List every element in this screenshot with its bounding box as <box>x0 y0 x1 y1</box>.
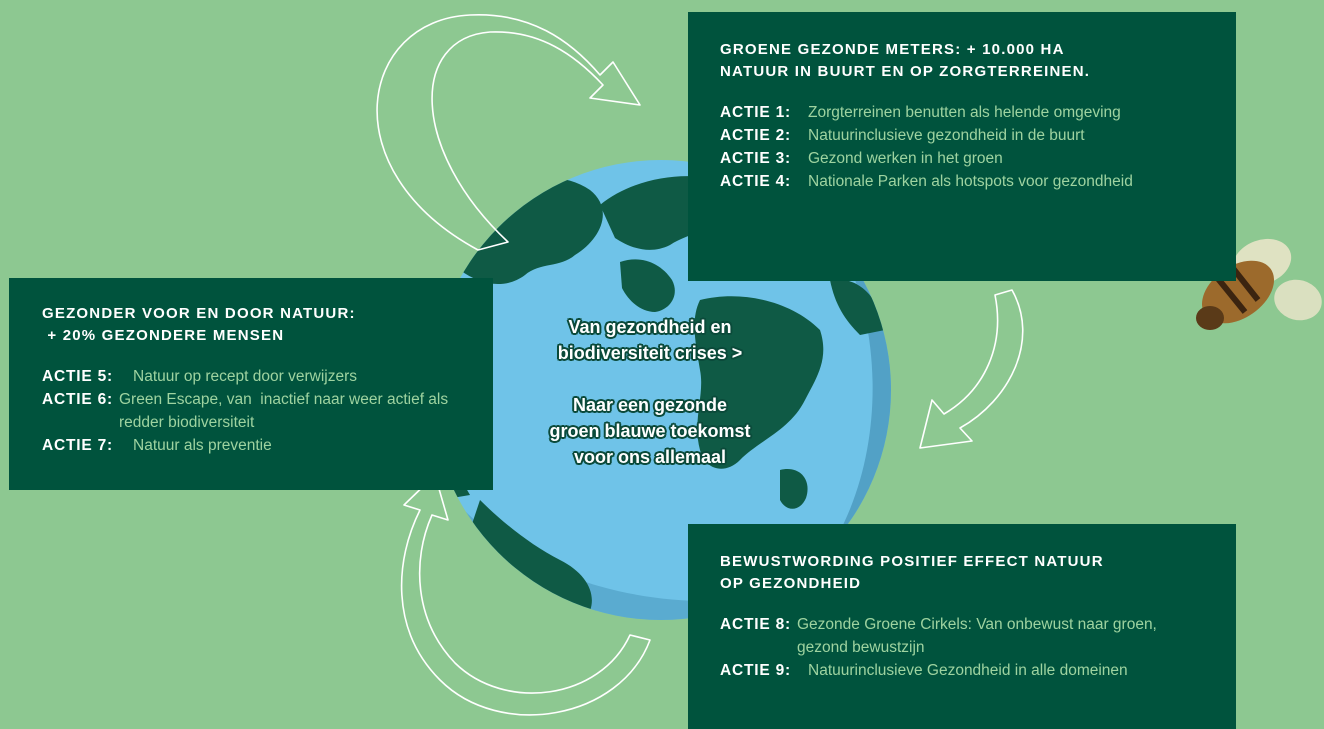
action-text: Gezond werken in het groen <box>808 150 1003 167</box>
action-text: Green Escape, van inactief naar weer act… <box>119 391 453 431</box>
action-label: ACTIE 8: <box>720 616 791 633</box>
panel-title-line-2: NATUUR IN BUURT EN OP ZORGTERREINEN. <box>720 63 1091 80</box>
action-label: ACTIE 3: <box>720 150 791 167</box>
action-label: ACTIE 4: <box>720 173 791 190</box>
action-text: Zorgterreinen benutten als helende omgev… <box>808 104 1121 121</box>
panel-title: GEZONDER VOOR EN DOOR NATUUR: + 20% GEZO… <box>42 303 473 347</box>
action-text: Natuurinclusieve gezondheid in de buurt <box>808 127 1085 144</box>
action-label: ACTIE 9: <box>720 662 791 679</box>
globe-statement: Van gezondheid en biodiversiteit crises … <box>505 314 795 470</box>
panel-awareness: BEWUSTWORDING POSITIEF EFFECT NATUUR OP … <box>688 524 1236 729</box>
action-item: ACTIE 1: Zorgterreinen benutten als hele… <box>720 101 1210 124</box>
action-label: ACTIE 6: <box>42 391 113 408</box>
action-item: ACTIE 4: Nationale Parken als hotspots v… <box>720 170 1210 193</box>
panel-title-line-2: OP GEZONDHEID <box>720 575 862 592</box>
panel-title: BEWUSTWORDING POSITIEF EFFECT NATUUR OP … <box>720 551 1210 595</box>
panel-title-line-1: GEZONDER VOOR EN DOOR NATUUR: <box>42 305 356 322</box>
panel-green-healthy-meters: GROENE GEZONDE METERS: + 10.000 HA NATUU… <box>688 12 1236 281</box>
action-item: ACTIE 3: Gezond werken in het groen <box>720 147 1210 170</box>
action-label: ACTIE 7: <box>42 437 113 454</box>
action-text: Natuurinclusieve Gezondheid in alle dome… <box>808 662 1128 679</box>
panel-title-line-1: BEWUSTWORDING POSITIEF EFFECT NATUUR <box>720 553 1104 570</box>
action-text: Gezonde Groene Cirkels: Van onbewust naa… <box>797 616 1157 656</box>
globe-line-3: Naar een gezonde <box>572 395 728 415</box>
action-item: ACTIE 6: Green Escape, van inactief naar… <box>42 388 473 434</box>
action-label: ACTIE 2: <box>720 127 791 144</box>
globe-line-2: biodiversiteit crises > <box>557 343 743 363</box>
action-label: ACTIE 1: <box>720 104 791 121</box>
action-text: Nationale Parken als hotspots voor gezon… <box>808 173 1133 190</box>
action-item: ACTIE 5: Natuur op recept door verwijzer… <box>42 365 473 388</box>
panel-healthier-through-nature: GEZONDER VOOR EN DOOR NATUUR: + 20% GEZO… <box>9 278 493 490</box>
action-item: ACTIE 7: Natuur als preventie <box>42 434 473 457</box>
action-item: ACTIE 2: Natuurinclusieve gezondheid in … <box>720 124 1210 147</box>
panel-title-line-2: + 20% GEZONDERE MENSEN <box>42 327 285 344</box>
globe-line-4: groen blauwe toekomst <box>549 421 751 441</box>
action-item: ACTIE 9: Natuurinclusieve Gezondheid in … <box>720 659 1210 682</box>
globe-line-1: Van gezondheid en <box>568 317 732 337</box>
globe-line-5: voor ons allemaal <box>573 447 727 467</box>
action-item: ACTIE 8: Gezonde Groene Cirkels: Van onb… <box>720 613 1210 659</box>
cycle-arrow-icon <box>376 14 1024 716</box>
action-label: ACTIE 5: <box>42 368 113 385</box>
panel-title: GROENE GEZONDE METERS: + 10.000 HA NATUU… <box>720 39 1210 83</box>
action-text: Natuur op recept door verwijzers <box>133 368 357 385</box>
action-text: Natuur als preventie <box>133 437 272 454</box>
panel-title-line-1: GROENE GEZONDE METERS: + 10.000 HA <box>720 41 1065 58</box>
